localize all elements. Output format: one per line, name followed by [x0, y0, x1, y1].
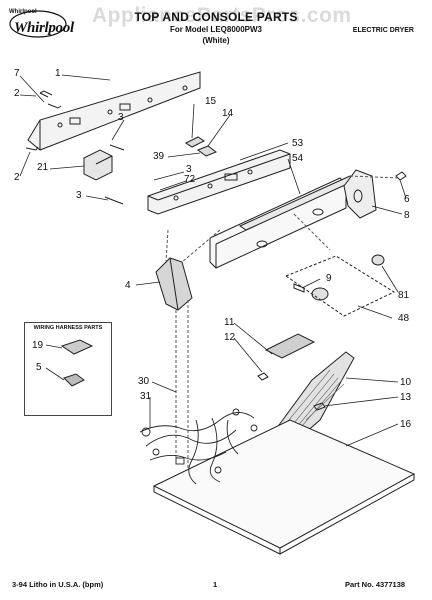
brand-name: Whirlpool [14, 20, 74, 36]
callout-72: 72 [184, 174, 196, 185]
callout-3-upper: 3 [118, 112, 124, 123]
whirlpool-logo-swirl [9, 10, 67, 38]
callout-81: 81 [398, 290, 410, 301]
callout-21: 21 [37, 162, 49, 173]
part-wiring-harness [139, 408, 258, 485]
callout-48: 48 [398, 313, 410, 324]
callout-4: 4 [125, 280, 131, 291]
watermark: AppliancePartsPros.com [92, 4, 352, 27]
callout-2-bottom: 2 [14, 172, 20, 183]
callout-39: 39 [153, 151, 165, 162]
color-label: (White) [202, 36, 230, 45]
callout-11: 11 [224, 317, 235, 328]
callout-16: 16 [400, 419, 412, 430]
part-knob [293, 254, 385, 301]
callout-3-lower: 3 [76, 190, 82, 201]
callout-31: 31 [140, 391, 152, 402]
part-lint-screen-cover [257, 333, 316, 381]
appliance-type: ELECTRIC DRYER [352, 27, 414, 34]
part-dryer-top [152, 419, 416, 555]
callout-10: 10 [400, 377, 412, 388]
part-screws-left [25, 90, 125, 205]
callout-8: 8 [404, 210, 410, 221]
callout-15: 15 [205, 96, 217, 107]
part-screw-6 [395, 171, 407, 181]
callout-30: 30 [138, 376, 150, 387]
part-switch [83, 149, 113, 181]
callout-1: 1 [55, 68, 61, 79]
callout-12: 12 [224, 332, 236, 343]
callout-6: 6 [404, 194, 410, 205]
callout-13: 13 [400, 392, 412, 403]
part-end-cap-right [343, 169, 377, 219]
part-control-bar [147, 149, 291, 215]
callout-9: 9 [326, 273, 332, 284]
footer-part-number: Part No. 4377138 [345, 580, 406, 589]
callout-7: 7 [14, 68, 20, 79]
brand-logo [8, 6, 78, 42]
footer-page-number: 1 [213, 580, 218, 589]
callout-19: 19 [32, 340, 44, 351]
callout-54: 54 [292, 153, 304, 164]
footer-litho: 3-94 Litho in U.S.A. (bpm) [12, 580, 104, 589]
model-label: For Model LEQ8000PW3 [169, 25, 263, 34]
wiring-harness-parts-box [24, 322, 112, 416]
part-clips [185, 136, 218, 157]
part-wiring-connectors [60, 339, 94, 387]
callout-2-top: 2 [14, 88, 20, 99]
diagram-title: TOP AND CONSOLE PARTS [134, 10, 298, 24]
part-screw-13 [313, 402, 326, 411]
callout-3-middle: 3 [186, 164, 192, 175]
callout-14: 14 [222, 108, 234, 119]
wiring-harness-parts-title: WIRING HARNESS PARTS [33, 325, 103, 331]
part-end-cap-left [155, 257, 193, 311]
brand-small-label: Whirlpool [9, 9, 37, 15]
callout-53: 53 [292, 138, 304, 149]
callout-5: 5 [36, 362, 42, 373]
part-rear-bracket [27, 71, 201, 151]
